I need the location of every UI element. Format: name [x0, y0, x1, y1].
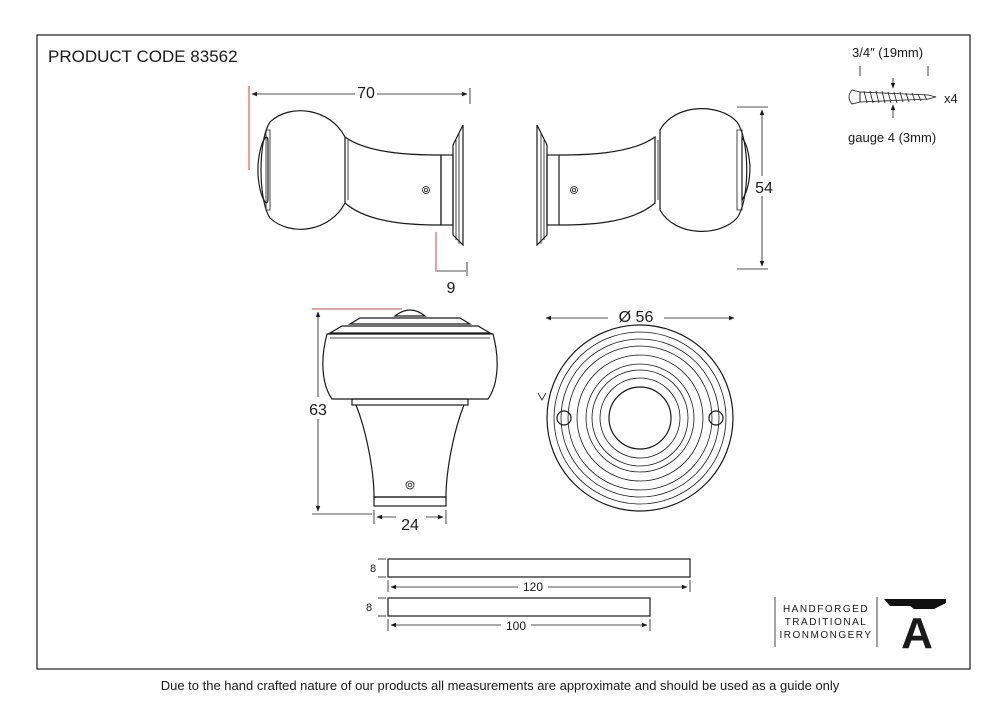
bar-thickness-120: 8 [370, 563, 376, 575]
brand-block: HANDFORGED TRADITIONAL IRONMONGERY A [774, 597, 946, 658]
screw-icon [848, 89, 937, 105]
rose-plan-view: Ø 56 [537, 306, 735, 512]
screw-gauge: gauge 4 (3mm) [848, 130, 936, 145]
dim-side-height: 54 [755, 180, 773, 197]
dim-front-height: 63 [309, 402, 327, 419]
screw-spec: 3/4″ (19mm) x4 gauge 4 (3mm) [848, 45, 958, 145]
dim-rose-diameter: Ø 56 [619, 309, 654, 326]
brand-mark-letter: A [901, 609, 933, 658]
dim-side-width: 70 [357, 85, 375, 102]
brand-line-3: IRONMONGERY [780, 630, 873, 641]
product-code: PRODUCT CODE 83562 [48, 47, 238, 66]
brand-line-2: TRADITIONAL [785, 617, 868, 628]
bar-length-100: 100 [506, 619, 526, 633]
spindle-bar-100: 8 100 [366, 597, 651, 633]
spindle-bar-120: 8 120 [370, 558, 691, 594]
screw-length: 3/4″ (19mm) [852, 45, 923, 60]
drawing-frame [36, 34, 971, 670]
anvil-logo-icon: A [884, 599, 946, 658]
dim-side-base: 9 [447, 280, 456, 297]
bar-length-120: 120 [523, 580, 543, 594]
knob-side-view-left: 70 9 [248, 82, 471, 297]
dim-front-neck: 24 [401, 517, 419, 534]
brand-line-1: HANDFORGED [783, 604, 869, 615]
knob-side-view-right: 54 [536, 106, 774, 270]
screw-quantity: x4 [944, 91, 958, 106]
knob-front-view: 63 24 [304, 308, 498, 534]
disclaimer-text: Due to the hand crafted nature of our pr… [160, 678, 840, 693]
bar-thickness-100: 8 [366, 602, 372, 614]
